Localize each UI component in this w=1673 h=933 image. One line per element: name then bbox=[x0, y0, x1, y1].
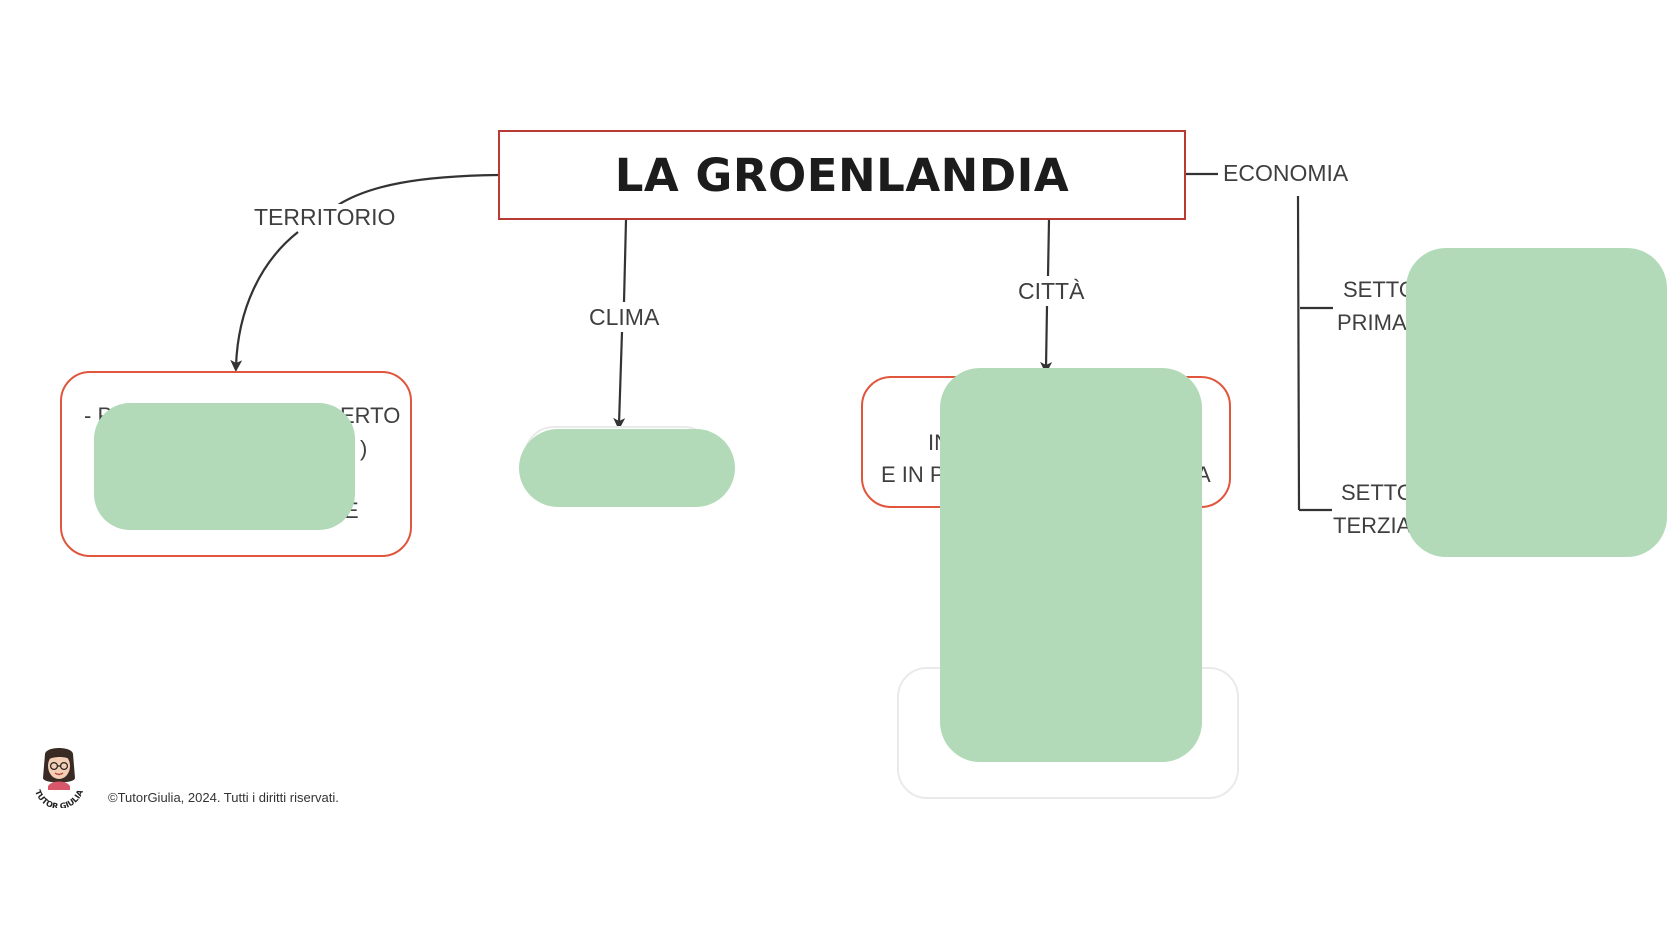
clima-hidden-overlay bbox=[519, 429, 735, 507]
title-box: LA GROENLANDIA bbox=[498, 130, 1186, 220]
logo-lettering: TUTOR GIULIA bbox=[33, 788, 85, 808]
economia-hidden-overlay bbox=[1406, 248, 1667, 557]
tutor-giulia-logo: TUTOR GIULIA bbox=[33, 748, 85, 808]
citta-hidden-overlay bbox=[940, 368, 1202, 762]
branch-label-economia: ECONOMIA bbox=[1221, 160, 1351, 187]
citta-connector bbox=[1046, 219, 1049, 368]
economia-terziario-line1: SETTO bbox=[1341, 480, 1414, 505]
territorio-hidden-overlay bbox=[94, 403, 355, 530]
territorio-text-3: ) bbox=[360, 436, 368, 461]
economia-bracket bbox=[1296, 195, 1333, 512]
svg-text:TUTOR GIULIA: TUTOR GIULIA bbox=[33, 788, 85, 808]
territorio-connector bbox=[236, 173, 499, 366]
economia-terziario-line2: TERZIA bbox=[1333, 513, 1412, 538]
copyright-text: ©TutorGiulia, 2024. Tutti i diritti rise… bbox=[108, 790, 339, 805]
clima-connector bbox=[619, 219, 626, 424]
branch-label-clima: CLIMA bbox=[587, 304, 662, 331]
branch-label-territorio: TERRITORIO bbox=[252, 204, 398, 231]
branch-label-citta: CITTÀ bbox=[1016, 278, 1087, 305]
citta-text-2: E IN P bbox=[881, 462, 945, 487]
economia-primario-line2: PRIMA bbox=[1337, 310, 1407, 335]
page-title: LA GROENLANDIA bbox=[614, 148, 1070, 202]
economia-primario-line1: SETTO bbox=[1343, 277, 1416, 302]
